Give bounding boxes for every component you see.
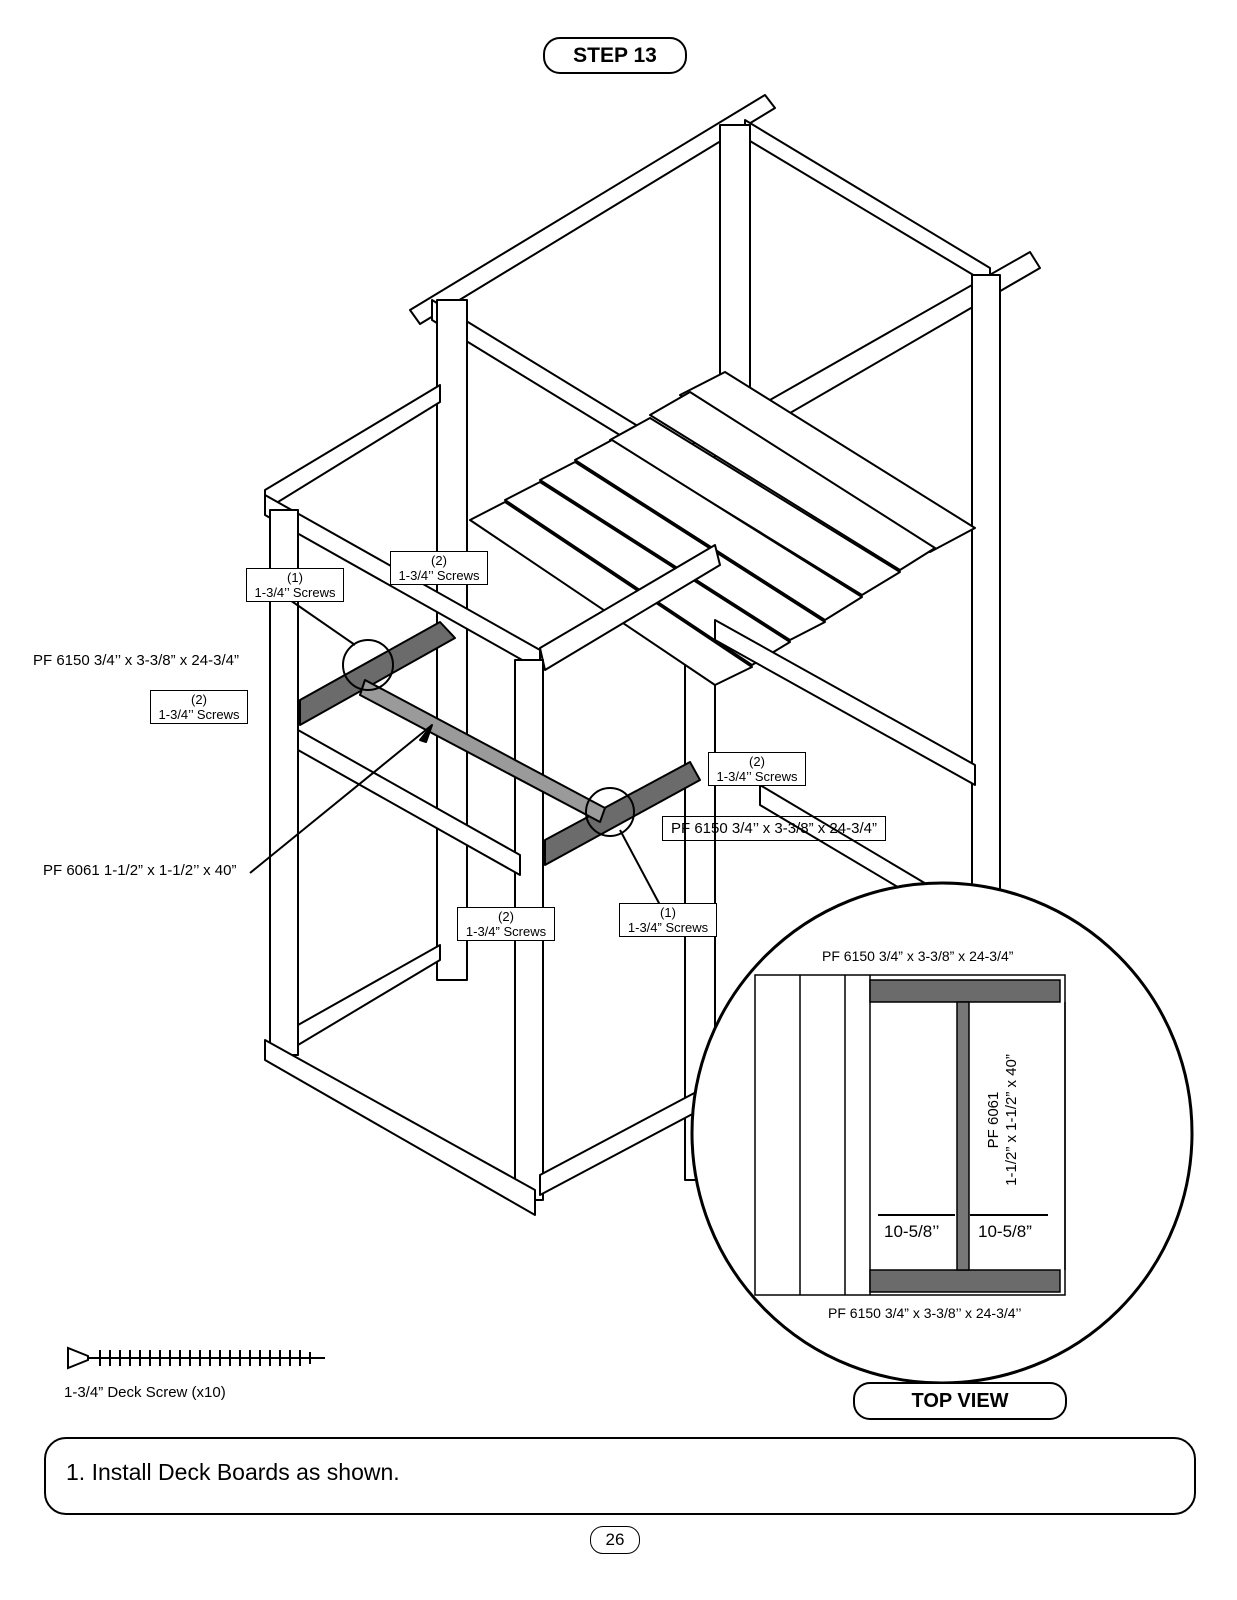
callout-screws-1-bottom: (1) 1-3/4” Screws — [619, 903, 717, 937]
callout-screws-2-bottom: (2) 1-3/4” Screws — [457, 907, 555, 941]
rail-middle-left — [297, 729, 521, 876]
callout-text: 1-3/4’’ Screws — [716, 769, 798, 784]
callout-count: (1) — [287, 570, 303, 585]
callout-count: (1) — [660, 905, 676, 920]
instruction-box: 1. Install Deck Boards as shown. — [44, 1437, 1196, 1515]
post-upper-back — [719, 124, 751, 396]
post-upper-right — [971, 274, 1001, 916]
page-number: 26 — [590, 1526, 640, 1554]
instruction-step-1: 1. Install Deck Boards as shown. — [66, 1459, 400, 1485]
callout-text: 1-3/4” Screws — [465, 924, 547, 939]
roof-beam-left — [409, 94, 776, 325]
top-view-label-top: PF 6150 3/4” x 3-3/8” x 24-3/4” — [822, 948, 1014, 964]
callout-text: 1-3/4’’ Screws — [254, 585, 336, 600]
callout-count: (2) — [431, 553, 447, 568]
rail-bottom-left — [297, 944, 441, 1046]
part-label-pf6150-right: PF 6150 3/4’’ x 3-3/8” x 24-3/4” — [662, 816, 886, 841]
deck-screw-icon — [67, 1346, 325, 1370]
side-label-line2: 1-1/2” x 1-1/2” x 40” — [1003, 1054, 1020, 1186]
callout-count: (2) — [749, 754, 765, 769]
callout-text: 1-3/4” Screws — [627, 920, 709, 935]
top-view-label-bottom: PF 6150 3/4” x 3-3/8’’ x 24-3/4’’ — [828, 1305, 1022, 1321]
callout-count: (2) — [191, 692, 207, 707]
top-view-title: TOP VIEW — [853, 1382, 1067, 1420]
rail-back-middle — [714, 619, 976, 786]
detail-circle-right — [585, 787, 635, 837]
part-label-pf6150-left: PF 6150 3/4’’ x 3-3/8” x 24-3/4” — [33, 652, 239, 669]
step-title: STEP 13 — [543, 37, 687, 74]
screw-label: 1-3/4” Deck Screw (x10) — [64, 1384, 226, 1401]
side-label-line1: PF 6061 — [985, 1091, 1002, 1149]
top-view-dim-left: 10-5/8’’ — [884, 1222, 940, 1242]
callout-screws-2-left: (2) 1-3/4’’ Screws — [150, 690, 248, 724]
top-view-dim-right: 10-5/8” — [978, 1222, 1032, 1242]
ground-beam-left — [264, 1039, 536, 1216]
callout-text: 1-3/4’’ Screws — [158, 707, 240, 722]
deck-boards — [469, 371, 976, 686]
top-view-board-top — [869, 979, 1061, 1003]
callout-screws-2-top: (2) 1-3/4’’ Screws — [390, 551, 488, 585]
detail-circle-left — [342, 639, 394, 691]
pf6150-board-left — [299, 621, 456, 726]
top-view-side-label: PF 6061 1-1/2” x 1-1/2” x 40” — [985, 1050, 1025, 1190]
post-upper-left — [436, 299, 468, 981]
top-view-board-bottom — [869, 1269, 1061, 1293]
lower-beam-left — [264, 384, 441, 511]
callout-text: 1-3/4’’ Screws — [398, 568, 480, 583]
callout-screws-2-right: (2) 1-3/4’’ Screws — [708, 752, 806, 786]
callout-count: (2) — [498, 909, 514, 924]
top-view-support — [956, 1001, 970, 1271]
roof-beam-back — [744, 119, 991, 286]
part-label-pf6061: PF 6061 1-1/2” x 1-1/2’’ x 40” — [43, 862, 237, 879]
callout-screws-1-top: (1) 1-3/4’’ Screws — [246, 568, 344, 602]
rail-bottom-right — [539, 1089, 701, 1196]
pf6150-board-right — [544, 761, 701, 866]
